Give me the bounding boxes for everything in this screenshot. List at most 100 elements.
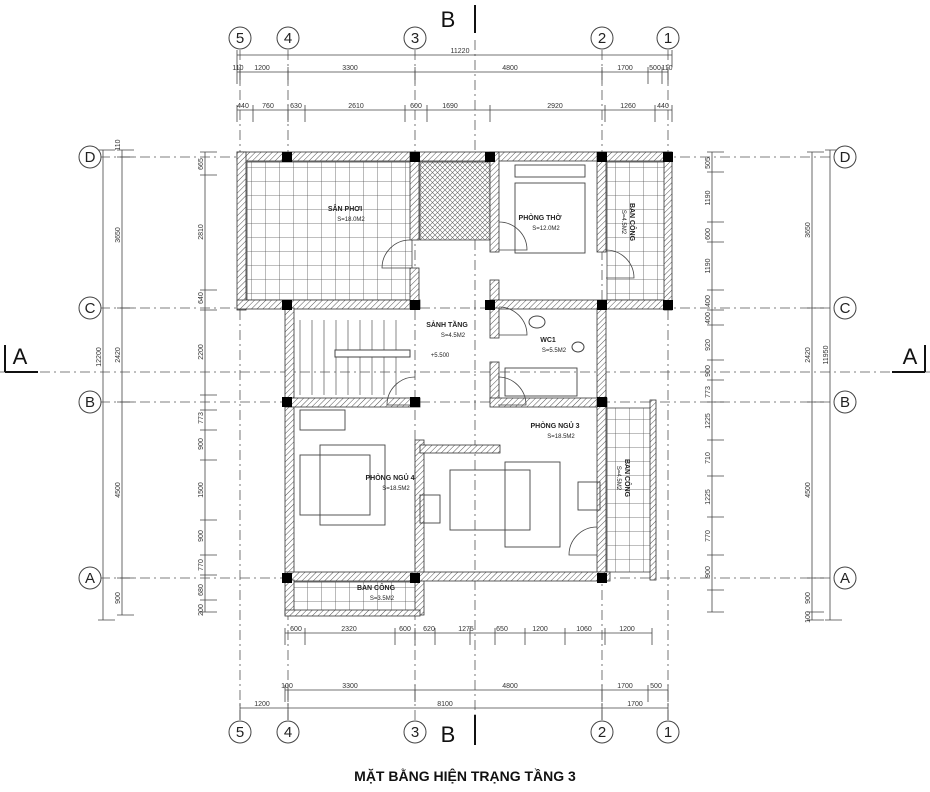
dimension-label: 1225: [705, 489, 712, 505]
dimension-label: 2420: [805, 347, 812, 363]
room-label: BAN CÔNG: [357, 583, 396, 592]
axis-bubble: [78, 390, 102, 414]
axis-label-5: 5: [236, 30, 244, 47]
door-swing: [498, 306, 528, 336]
wall: [236, 299, 421, 310]
wall: [419, 444, 501, 454]
room-area: S=4.5M2: [620, 210, 626, 235]
axis-bubble: [656, 26, 680, 50]
dimension-label: 900: [115, 592, 122, 604]
room-label: SÂN PHƠI: [328, 204, 362, 213]
wall: [489, 361, 500, 403]
room-area: S=4.5M2: [615, 466, 621, 491]
structural-column: [282, 397, 292, 407]
dimension-lines: [98, 50, 842, 720]
axis-label-C: C: [85, 300, 96, 317]
bed-room-4: [299, 454, 371, 516]
structural-column: [597, 573, 607, 583]
structural-column: [485, 152, 495, 162]
dimension-label: 600: [705, 228, 712, 240]
dimension-label: 600: [290, 626, 302, 633]
dimension-label: 1190: [705, 190, 712, 205]
dimension-label: 3300: [342, 65, 358, 72]
wall: [596, 399, 607, 581]
dimension-label: 1200: [619, 626, 635, 633]
axis-label-5: 5: [236, 724, 244, 741]
door-swing: [605, 249, 635, 279]
axis-bubble: [833, 296, 857, 320]
dimension-label: 505: [705, 157, 712, 169]
dimension-label: 773: [705, 386, 712, 398]
dimension-label: 100: [281, 683, 293, 690]
dimension-label: 4800: [502, 683, 518, 690]
dimension-label: 2420: [115, 347, 122, 363]
dimension-label: 1060: [576, 626, 592, 633]
balcony-bottom-right-tiles: [606, 407, 656, 573]
room-label: WC1: [540, 337, 556, 344]
wall: [649, 399, 657, 581]
wall: [414, 439, 425, 616]
structural-column: [410, 300, 420, 310]
wardrobe-room-4: [299, 409, 346, 431]
axis-label-3: 3: [411, 30, 419, 47]
door-swing: [498, 221, 528, 251]
dimension-label: 440: [237, 103, 249, 110]
wall: [489, 151, 500, 253]
structural-column: [663, 300, 673, 310]
altar-shelf: [514, 164, 586, 178]
axis-grid-lines: [0, 40, 930, 725]
axis-label-D: D: [85, 149, 96, 166]
axis-bubble: [833, 566, 857, 590]
room-label: BAN CÔNG: [628, 203, 637, 242]
room-label: BAN CÔNG: [623, 459, 632, 498]
dimension-label: 1700: [617, 683, 633, 690]
dimension-label: 1200: [532, 626, 548, 633]
wall: [409, 151, 420, 241]
building-plan: [4, 5, 926, 745]
dimension-label: 2610: [348, 103, 364, 110]
axis-bubble: [590, 720, 614, 744]
axis-bubble: [276, 26, 300, 50]
door-swing: [568, 526, 598, 556]
room-label: PHÒNG NGỦ 4: [365, 473, 414, 482]
axis-bubble: [78, 145, 102, 169]
section-marker-top: B: [441, 7, 456, 32]
structural-column: [410, 573, 420, 583]
bed-rug-room-4: [319, 444, 386, 526]
desk-room-3: [577, 481, 601, 511]
axis-bubble: [403, 720, 427, 744]
axis-label-4: 4: [284, 724, 292, 741]
stair-handrail: [334, 349, 411, 358]
door-swing: [497, 376, 527, 406]
drawing-title: MẶT BẰNG HIỆN TRẠNG TẦNG 3: [354, 767, 576, 784]
dimension-label: 1700: [617, 65, 633, 72]
wall: [236, 151, 247, 311]
desk-room-4: [419, 494, 441, 524]
axis-label-4: 4: [284, 30, 292, 47]
dimension-label: 3650: [115, 227, 122, 243]
room-area: S=12.0M2: [532, 226, 560, 232]
dimension-label: 770: [705, 530, 712, 542]
dimension-label: 2200: [198, 344, 205, 360]
room-area: S=3.5M2: [370, 596, 395, 602]
axis-bubble: [833, 390, 857, 414]
room-area: S=18.5M2: [382, 486, 410, 492]
wall: [489, 307, 500, 339]
dimension-label: 8100: [437, 701, 453, 708]
dimension-label: 2320: [341, 626, 357, 633]
dimension-label: 773: [198, 412, 205, 424]
dimension-label: 11950: [823, 345, 830, 364]
dimension-label: 1200: [254, 701, 270, 708]
structural-column: [282, 573, 292, 583]
bed-room-3: [449, 469, 531, 531]
wall: [596, 307, 607, 409]
section-marker-left: A: [13, 344, 28, 369]
dimension-label: 920: [705, 339, 712, 351]
wall: [284, 397, 421, 408]
axis-label-3: 3: [411, 724, 419, 741]
axis-bubble: [228, 720, 252, 744]
dimension-label: 1690: [442, 103, 458, 110]
axis-label-D: D: [840, 149, 851, 166]
dimension-label: 11220: [451, 48, 470, 55]
dimension-label: 3300: [342, 683, 358, 690]
